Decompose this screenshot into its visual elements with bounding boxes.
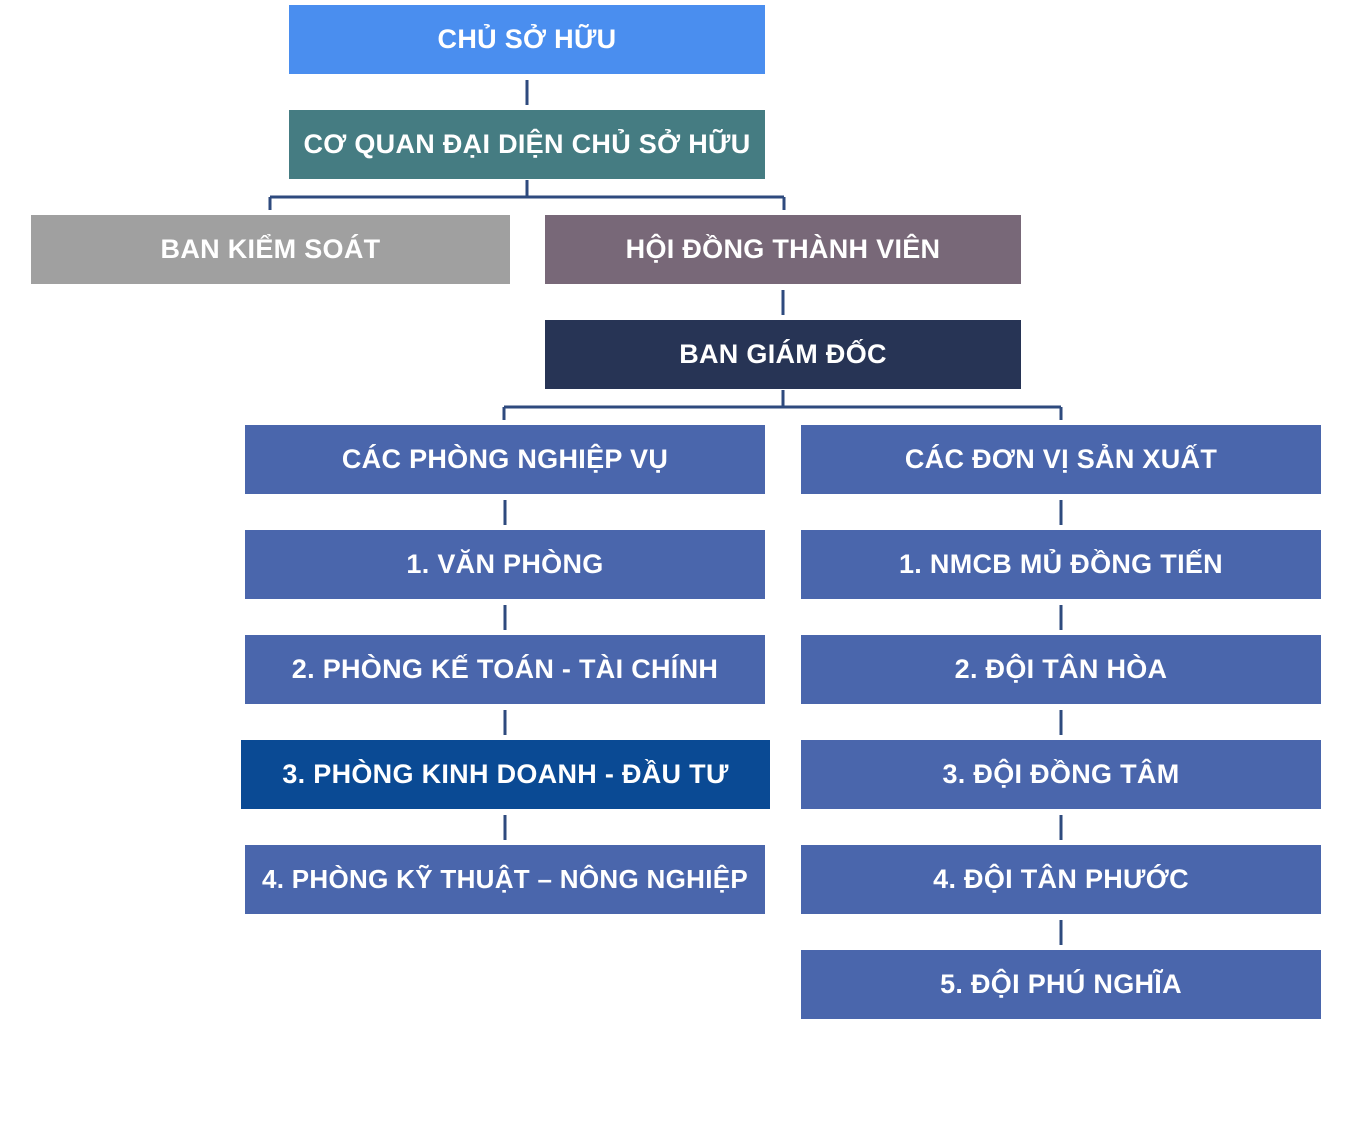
unit-tan-hoa-box: 2. ĐỘI TÂN HÒA: [801, 635, 1321, 704]
departments-header-box: CÁC PHÒNG NGHIỆP VỤ: [245, 425, 765, 494]
unit-phu-nghia-box: 5. ĐỘI PHÚ NGHĨA: [801, 950, 1321, 1019]
supervisory-board-box: BAN KIỂM SOÁT: [31, 215, 510, 284]
owner-box: CHỦ SỞ HỮU: [289, 5, 765, 74]
production-units-header-box: CÁC ĐƠN VỊ SẢN XUẤT: [801, 425, 1321, 494]
members-council-box: HỘI ĐỒNG THÀNH VIÊN: [545, 215, 1021, 284]
unit-dong-tam-box: 3. ĐỘI ĐỒNG TÂM: [801, 740, 1321, 809]
department-accounting-box: 2. PHÒNG KẾ TOÁN - TÀI CHÍNH: [245, 635, 765, 704]
department-business-box: 3. PHÒNG KINH DOANH - ĐẦU TƯ: [241, 740, 770, 809]
department-office-box: 1. VĂN PHÒNG: [245, 530, 765, 599]
department-technical-box: 4. PHÒNG KỸ THUẬT – NÔNG NGHIỆP: [245, 845, 765, 914]
unit-tan-phuoc-box: 4. ĐỘI TÂN PHƯỚC: [801, 845, 1321, 914]
owner-representative-box: CƠ QUAN ĐẠI DIỆN CHỦ SỞ HỮU: [289, 110, 765, 179]
unit-factory-box: 1. NMCB MỦ ĐỒNG TIẾN: [801, 530, 1321, 599]
board-of-directors-box: BAN GIÁM ĐỐC: [545, 320, 1021, 389]
